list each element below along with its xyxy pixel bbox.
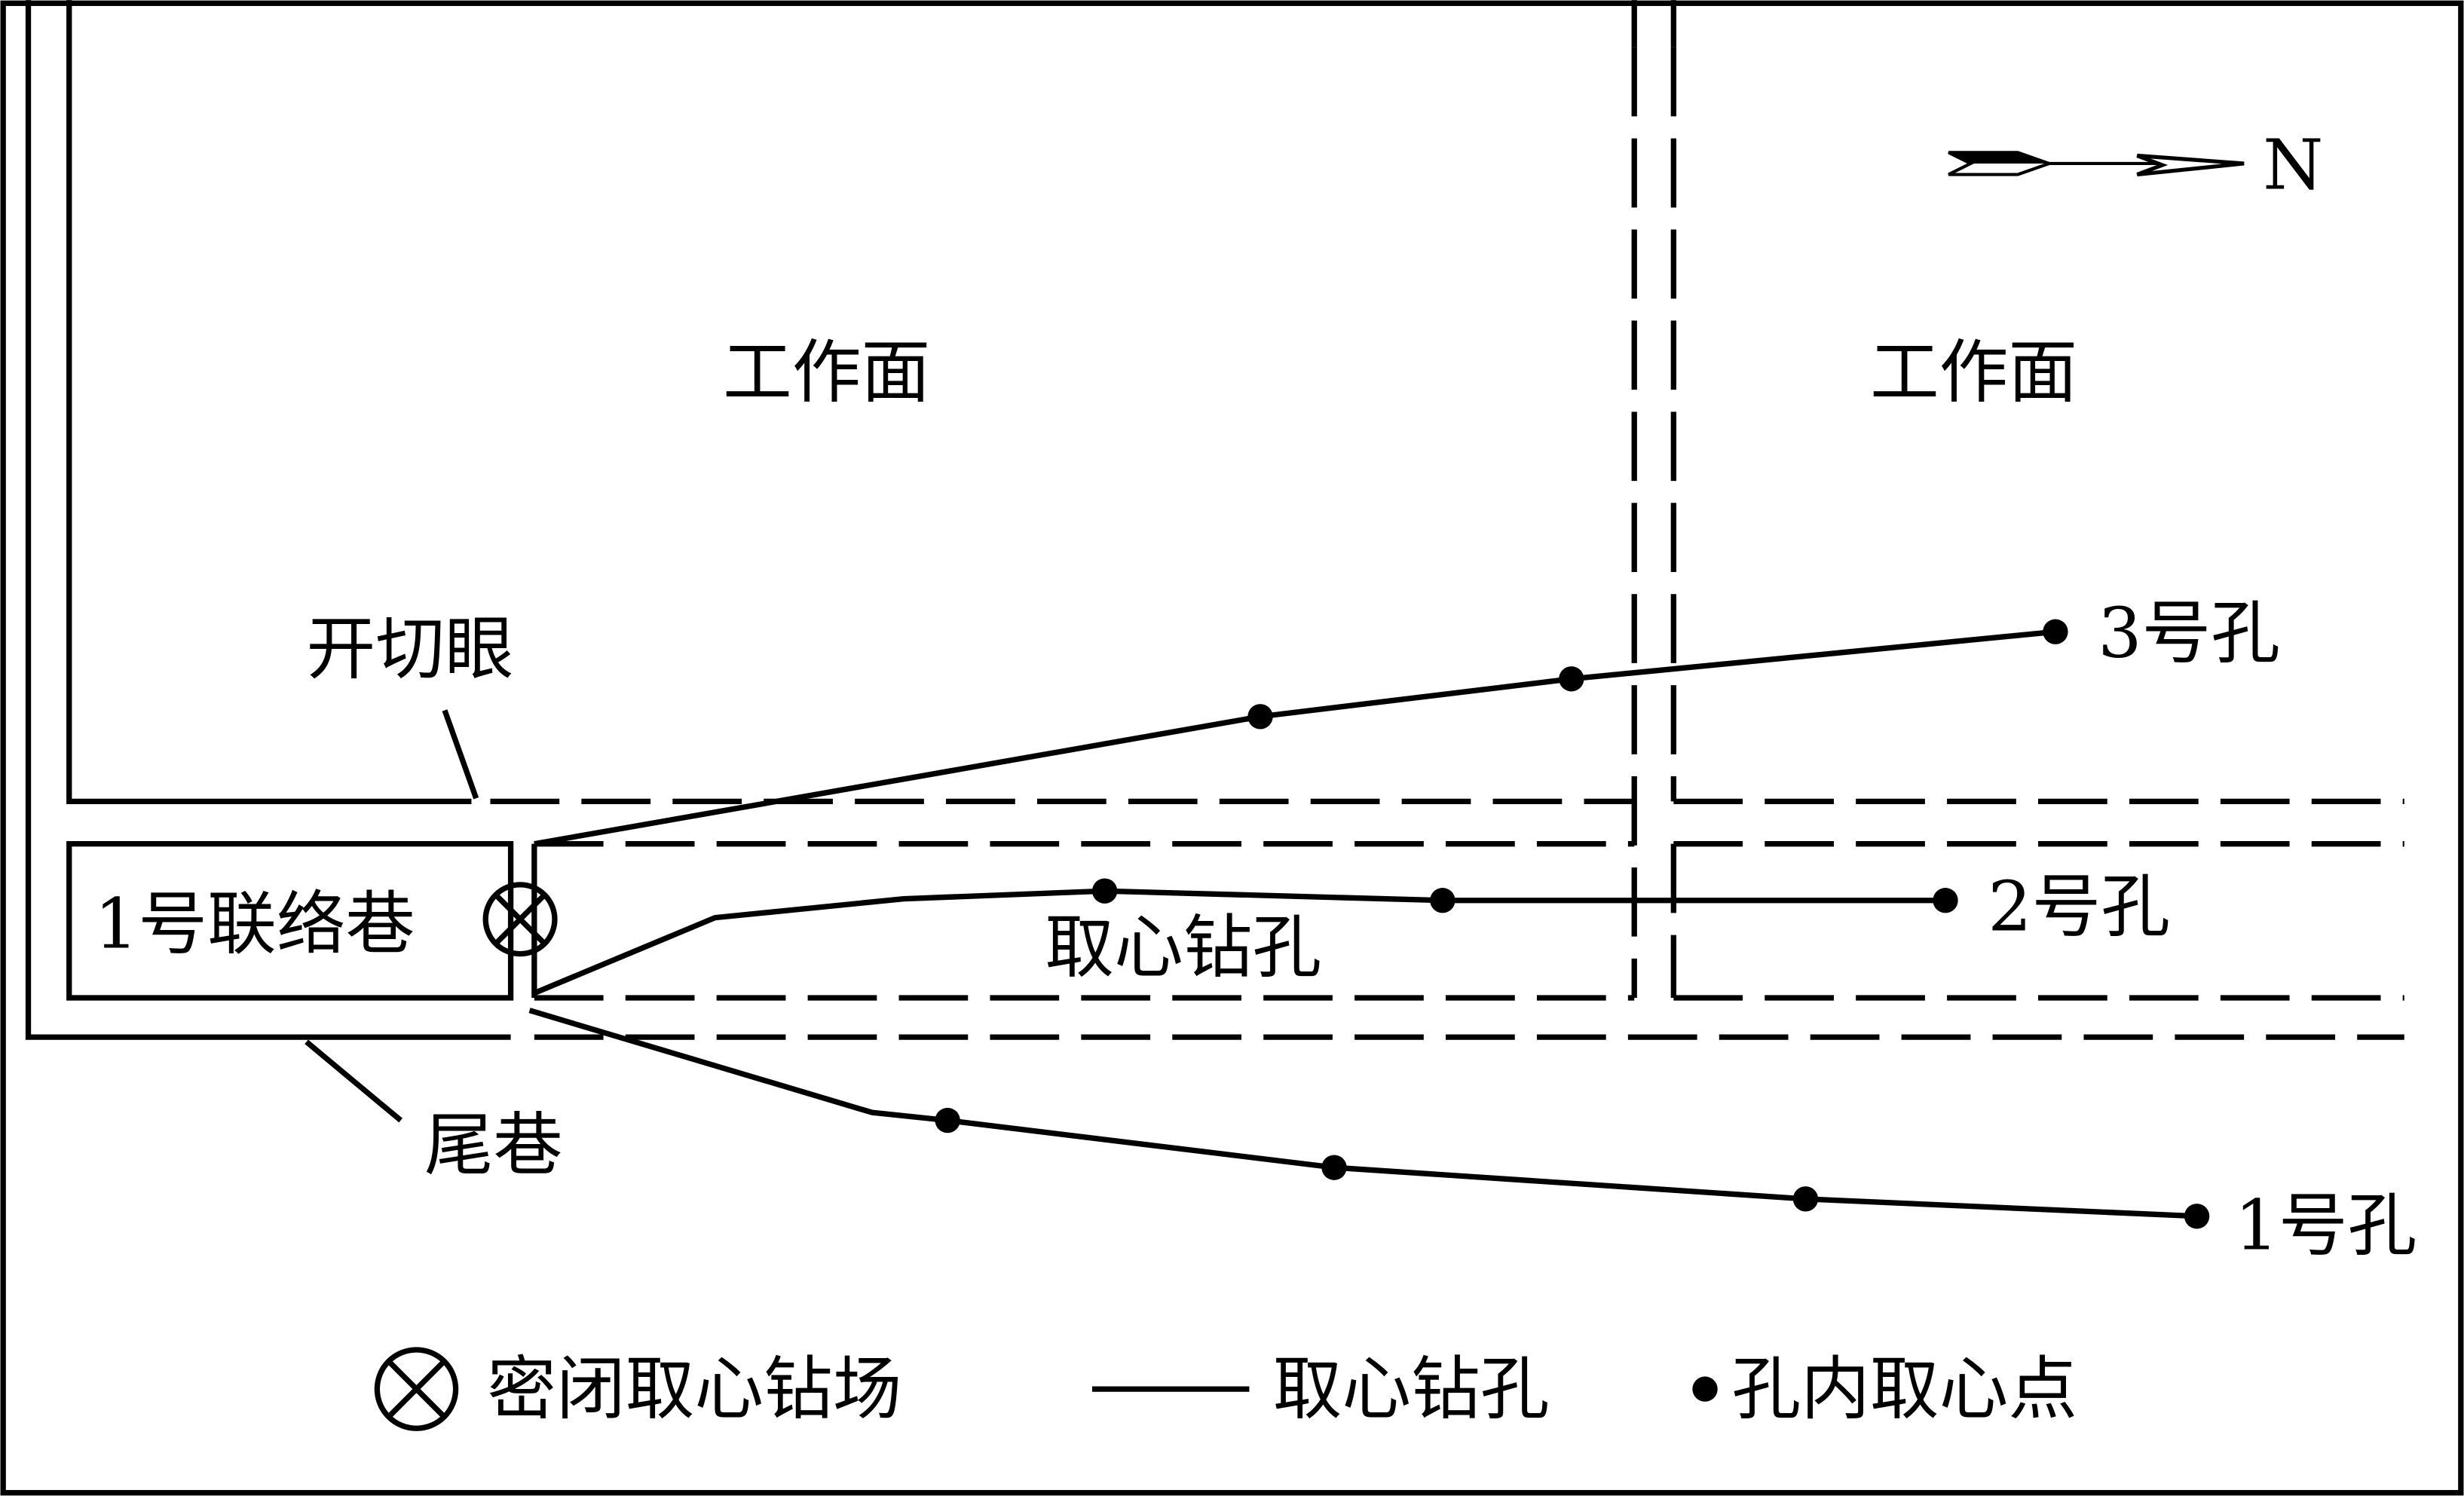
- sample-point: [2184, 1204, 2210, 1229]
- legend-sealed-site-label: 密闭取心钻场: [487, 1348, 901, 1429]
- borehole-3: 3号孔: [534, 593, 2280, 847]
- workface-left-label: 工作面: [723, 332, 930, 413]
- legend-sample-point-icon: [1692, 1376, 1718, 1402]
- tail-roadway-leader: [305, 1039, 403, 1123]
- sample-point: [935, 1107, 960, 1133]
- sealed-coring-site-icon: [482, 882, 558, 957]
- sample-point: [1933, 888, 1958, 913]
- sample-point: [1091, 878, 1118, 904]
- sample-point: [1430, 888, 1455, 913]
- legend-borehole-label: 取心钻孔: [1273, 1348, 1550, 1429]
- sample-point: [1321, 1155, 1347, 1180]
- gateway-dashed-lines: [531, 0, 2404, 1001]
- cut-hole-lines: [66, 0, 2404, 805]
- sample-point: [1792, 1186, 1819, 1212]
- borehole-2-label: 2号孔: [1988, 866, 2170, 947]
- connection-roadway-box: [66, 841, 514, 1001]
- coring-borehole-label: 取心钻孔: [1045, 907, 1321, 988]
- sample-point: [1247, 704, 1273, 730]
- legend-sealed-site-icon: [374, 1347, 459, 1431]
- workface-right-label: 工作面: [1870, 332, 2077, 413]
- borehole-1: 1号孔: [528, 1008, 2417, 1266]
- borehole-2: 2号孔: [533, 866, 2170, 996]
- north-arrow-icon: [1948, 151, 2245, 177]
- borehole-3-label: 3号孔: [2098, 593, 2280, 674]
- borehole-1-label: 1号孔: [2235, 1185, 2417, 1266]
- tail-roadway-label: 尾巷: [424, 1105, 562, 1185]
- north-label: N: [2263, 124, 2323, 205]
- cut-hole-leader: [442, 709, 479, 800]
- sample-point: [1559, 666, 1584, 692]
- tail-roadway-lines: [25, 0, 2404, 1040]
- legend-sample-point-label: 孔内取心点: [1731, 1348, 2077, 1429]
- legend: 密闭取心钻场 取心钻孔 孔内取心点: [374, 1347, 2077, 1431]
- sample-point: [2043, 619, 2068, 644]
- cut-hole-label: 开切眼: [307, 608, 514, 689]
- connection-roadway-label: 1号联络巷: [94, 883, 415, 964]
